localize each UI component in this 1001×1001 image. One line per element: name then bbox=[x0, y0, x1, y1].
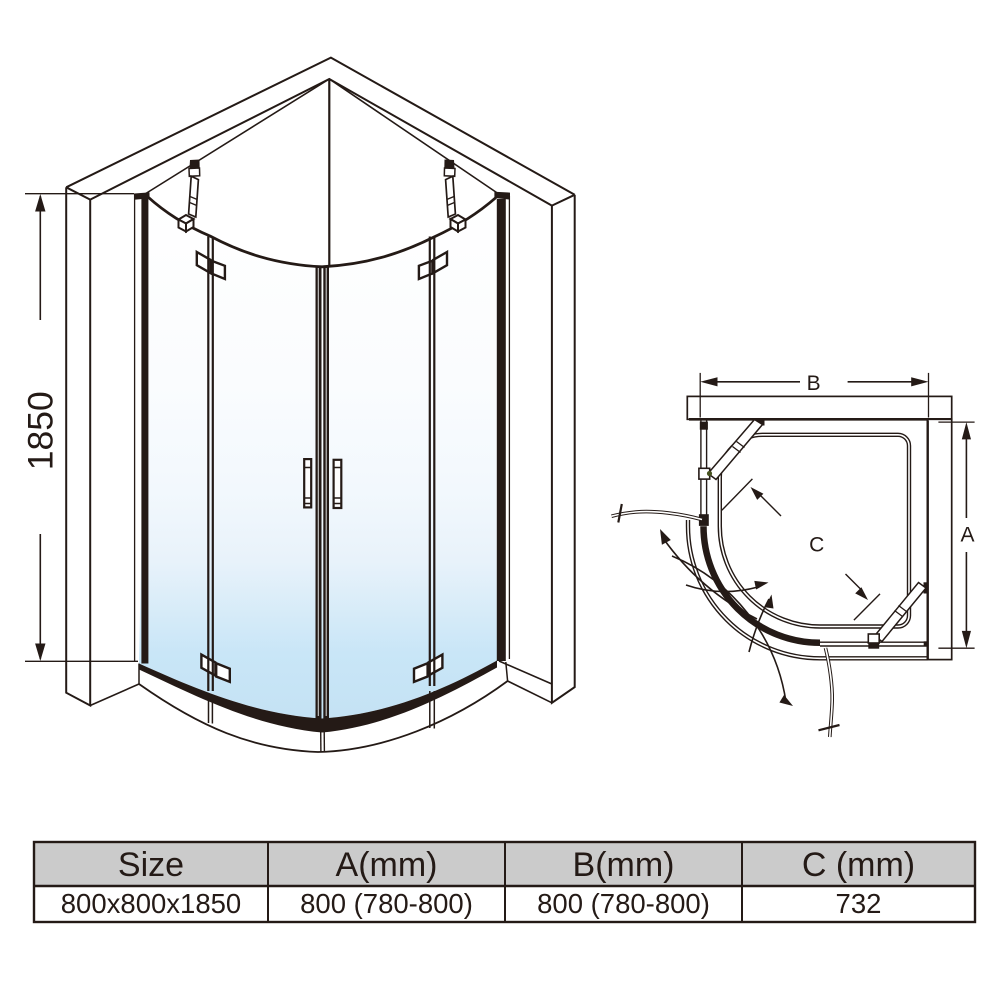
svg-text:800 (780-800): 800 (780-800) bbox=[537, 888, 710, 919]
svg-text:C: C bbox=[809, 534, 824, 557]
svg-text:732: 732 bbox=[836, 888, 882, 919]
svg-text:C (mm): C (mm) bbox=[802, 846, 915, 884]
svg-text:800x800x1850: 800x800x1850 bbox=[61, 888, 241, 919]
svg-text:1850: 1850 bbox=[21, 391, 61, 470]
svg-text:B(mm): B(mm) bbox=[573, 846, 675, 884]
svg-text:Size: Size bbox=[118, 846, 184, 884]
svg-text:A(mm): A(mm) bbox=[336, 846, 438, 884]
svg-text:800 (780-800): 800 (780-800) bbox=[300, 888, 473, 919]
svg-text:B: B bbox=[807, 372, 821, 395]
svg-text:A: A bbox=[960, 524, 974, 547]
